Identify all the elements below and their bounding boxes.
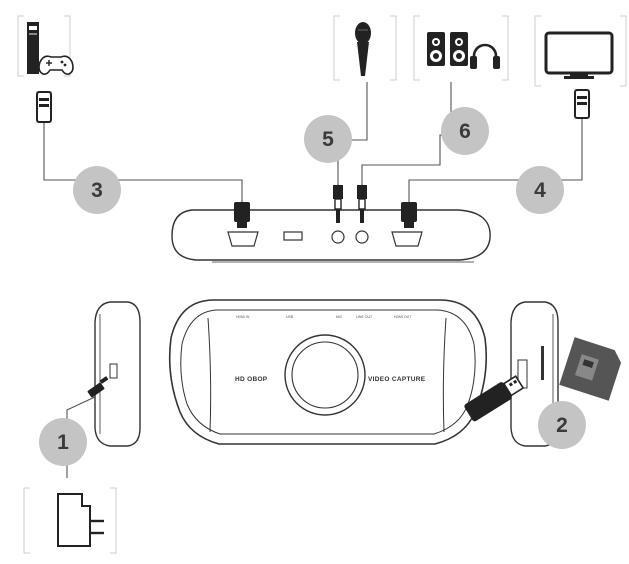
mic-plug [333,185,343,223]
hdmi-out-port [391,231,423,247]
badge-3-label: 3 [91,179,103,202]
line-monitor-to-hdmi-out [408,116,583,203]
usb-port-top [283,231,303,241]
usb-drive-icon [464,375,525,422]
svg-text:LINE OUT: LINE OUT [356,315,373,319]
line-speaker-to-jack [361,82,452,185]
badges: 1 2 3 4 5 6 [39,107,586,466]
micro-usb-power-plug [87,376,109,398]
speakers-headphones-icon [427,32,500,69]
svg-text:USB: USB [286,315,294,319]
svg-text:HDMI IN: HDMI IN [236,315,250,319]
hdmi-plug-out [401,202,417,228]
svg-text:HDMI OUT: HDMI OUT [394,315,412,319]
device-left-label: HD OBOP [235,376,268,383]
power-port [109,363,118,379]
audio-plug [357,185,367,223]
device-left-side-view [94,301,141,447]
badge-6: 6 [441,107,489,155]
badge-1: 1 [39,418,87,466]
hdmi-plug-in [234,202,250,228]
mic-jack-port [331,230,345,244]
power-adapter-icon [57,493,104,547]
line-mic-to-jack [337,82,368,185]
badge-2: 2 [538,401,586,449]
badge-1-label: 1 [57,431,69,454]
sd-card-icon [559,337,622,401]
monitor-icon [544,31,614,79]
microphone-icon [355,22,371,76]
badge-5-label: 5 [322,128,334,151]
audio-jack-port [355,230,369,244]
badge-6-label: 6 [459,120,471,143]
device-front-view: HDMI IN USB MIC LINE OUT HDMI OUT HD OBO… [168,299,488,445]
game-console-icon [27,22,74,75]
badge-4-label: 4 [534,179,546,202]
svg-text:MIC: MIC [336,315,343,319]
sd-slot [541,346,544,380]
device-top-view [171,209,491,263]
hdmi-cable-console [36,91,52,123]
badge-4: 4 [516,166,564,214]
line-console-to-hdmi-in [43,120,243,203]
icon-frames [17,15,627,554]
badge-5: 5 [304,115,352,163]
hdmi-in-port [227,231,259,247]
badge-3: 3 [73,166,121,214]
hdmi-cable-monitor [574,89,590,119]
badge-2-label: 2 [556,414,568,437]
device-right-label: VIDEO CAPTURE [368,376,426,383]
